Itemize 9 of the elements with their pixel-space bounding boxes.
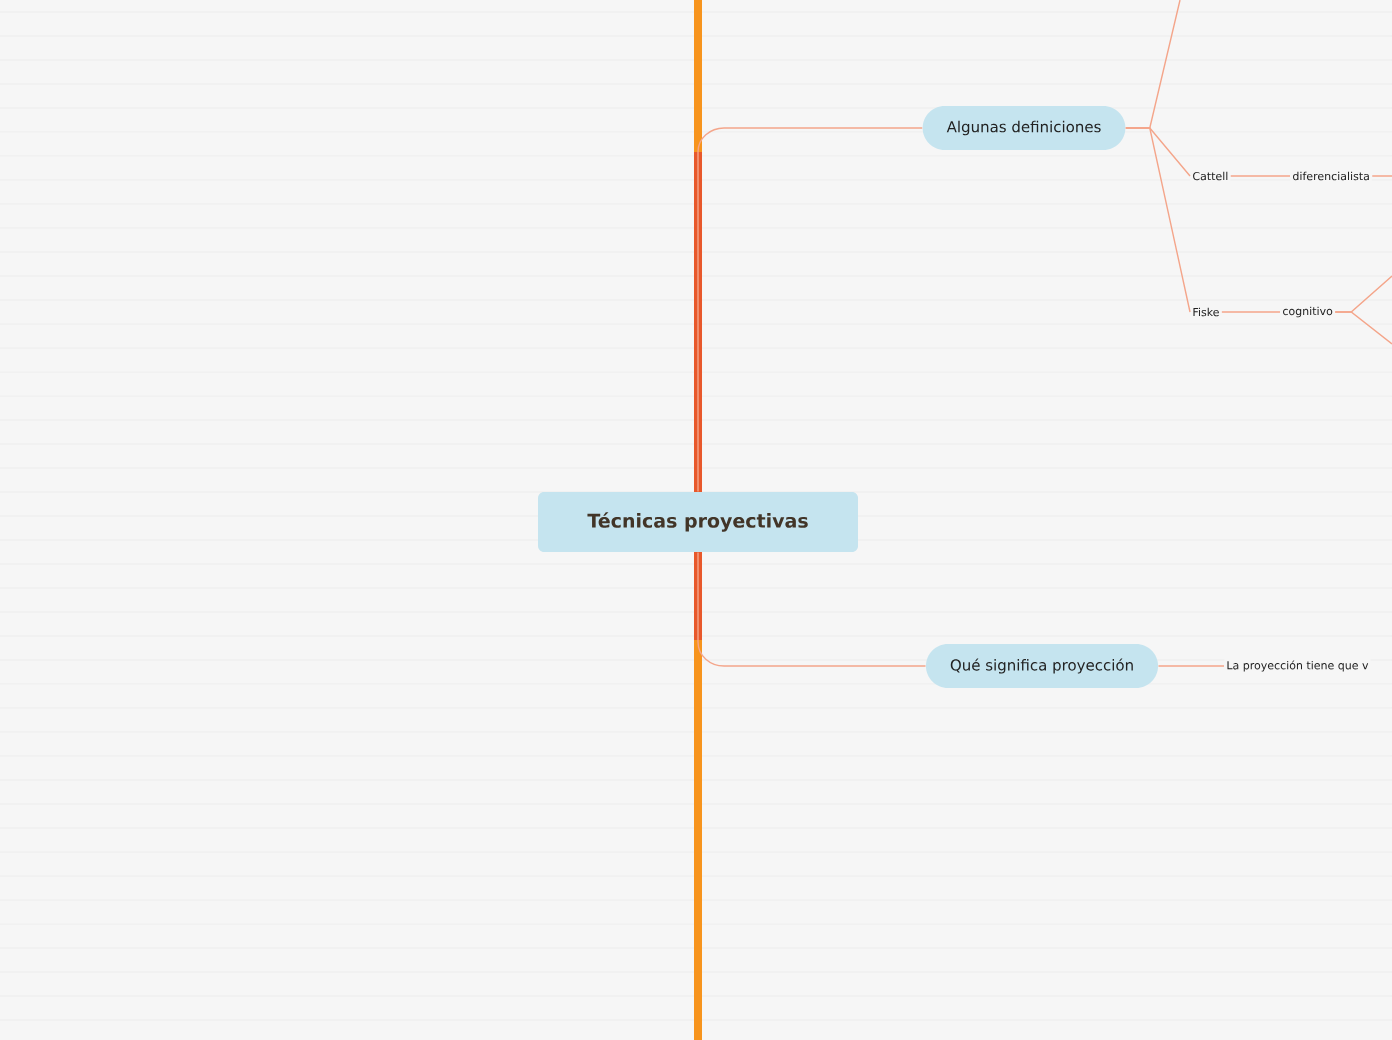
connector-line: [697, 127, 923, 493]
connector-line: [1125, 127, 1191, 313]
connector-line: [697, 551, 927, 667]
connector-line: [1371, 175, 1392, 177]
connector-line: [1221, 311, 1281, 313]
central-topic-box: Técnicas proyectivas: [538, 492, 858, 552]
connector-line: [1230, 175, 1291, 177]
connector-line: [1334, 311, 1392, 345]
connector-line: [1157, 665, 1225, 667]
